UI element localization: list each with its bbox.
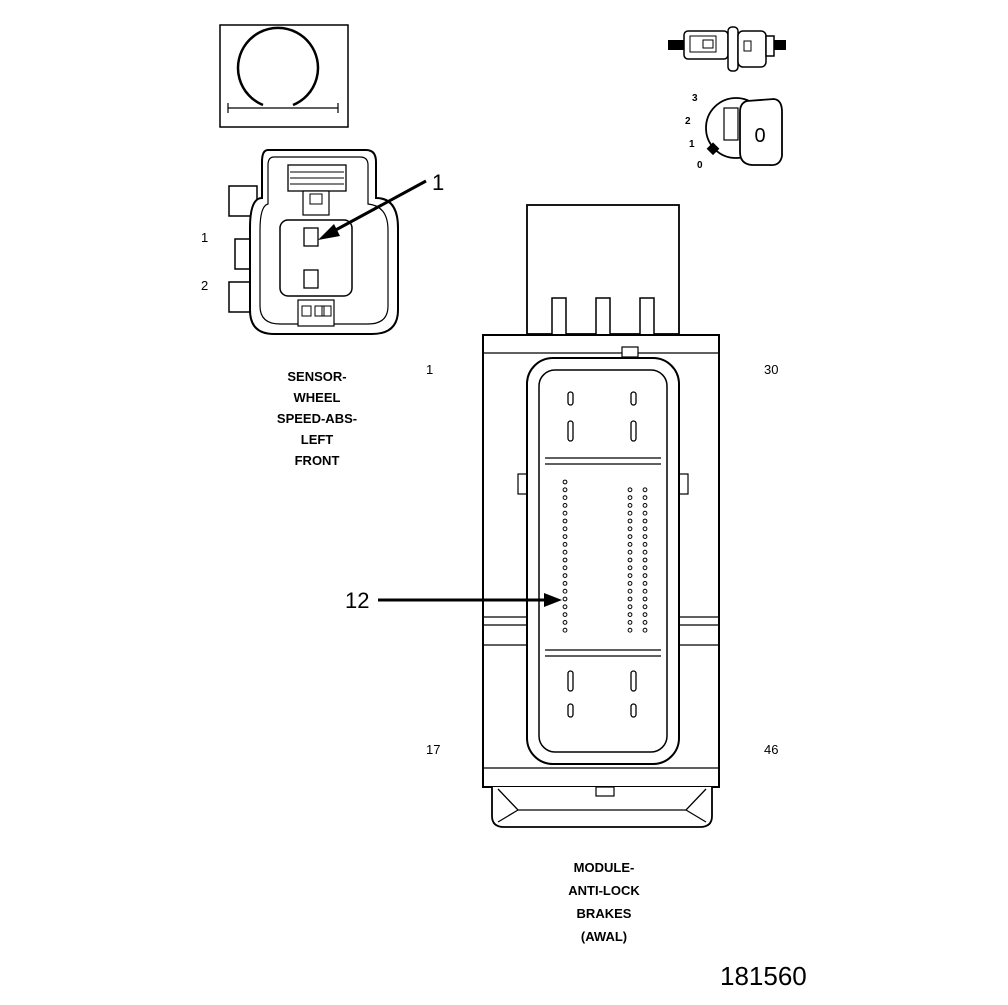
- signal-pin-dot: [642, 627, 648, 633]
- module-pin-1-label: 1: [426, 362, 433, 377]
- signal-pin-dot: [562, 604, 568, 610]
- signal-pin-dot: [642, 573, 648, 578]
- signal-pin-dot: [627, 526, 633, 532]
- sensor-callout-arrow: [318, 179, 427, 240]
- signal-pin-dot: [562, 581, 568, 586]
- signal-pin-dot: [627, 588, 633, 594]
- signal-pin-dot: [562, 487, 568, 493]
- terminal-tool-icon: [668, 26, 786, 72]
- module-label-line-4: (AWAL): [581, 929, 627, 944]
- signal-pin-dot: [562, 518, 568, 524]
- signal-pin-dot: [562, 526, 568, 532]
- signal-pin-dot: [562, 557, 568, 563]
- sensor-label-line-1: SENSOR-: [287, 369, 346, 384]
- signal-pin-dot: [562, 565, 568, 571]
- signal-pin-dot: [627, 510, 633, 516]
- signal-pin-dot: [627, 604, 633, 610]
- signal-pin-dot: [627, 495, 633, 501]
- signal-pin-dot: [642, 612, 648, 617]
- signal-pin-dot: [562, 596, 568, 602]
- signal-pin-dot: [642, 495, 648, 501]
- signal-pin-dot: [562, 503, 568, 508]
- signal-pin-dot: [642, 534, 648, 539]
- key-position-3: 3: [692, 93, 698, 104]
- signal-pin-dot: [627, 503, 633, 508]
- signal-pin-dot: [642, 581, 648, 586]
- signal-pin-dot: [562, 573, 568, 578]
- signal-pin-dot: [627, 565, 633, 571]
- module-label: MODULE- ANTI-LOCK BRAKES (AWAL): [568, 860, 640, 944]
- signal-pin-dot: [642, 565, 648, 571]
- signal-pin-dot: [642, 588, 648, 594]
- signal-pin-dot: [627, 518, 633, 524]
- sensor-pin-2-label: 2: [201, 278, 208, 293]
- key-position-0: 0: [697, 160, 703, 171]
- signal-pin-dot: [562, 549, 568, 555]
- key-position-2: 2: [685, 116, 691, 127]
- signal-pin-dot: [562, 510, 568, 516]
- signal-pin-dot: [562, 588, 568, 594]
- signal-pin-dot: [627, 612, 633, 617]
- signal-pin-dot: [627, 581, 633, 586]
- signal-pin-dot: [642, 549, 648, 555]
- signal-pin-dot: [562, 620, 568, 625]
- signal-pin-dot: [562, 479, 568, 485]
- signal-pin-dot: [642, 510, 648, 516]
- module-callout-number: 12: [345, 588, 369, 613]
- signal-pin-dot: [642, 620, 648, 625]
- sensor-callout-number: 1: [432, 170, 444, 195]
- module-callout-arrow: [378, 593, 562, 607]
- signal-pin-dot: [627, 487, 633, 493]
- sensor-label-line-4: LEFT: [301, 432, 334, 447]
- signal-pin-dot: [627, 573, 633, 578]
- signal-pin-dot: [642, 596, 648, 602]
- module-label-line-1: MODULE-: [574, 860, 635, 875]
- module-pin-17-label: 17: [426, 742, 440, 757]
- signal-pin-dot: [562, 495, 568, 501]
- signal-pin-dot: [642, 604, 648, 610]
- key-symbol: 0: [754, 125, 765, 147]
- sensor-label-line-5: FRONT: [295, 453, 340, 468]
- signal-pin-dot: [627, 627, 633, 633]
- signal-pin-dot: [642, 503, 648, 508]
- key-position-1: 1: [689, 139, 695, 150]
- module-label-line-3: BRAKES: [577, 906, 632, 921]
- sensor-pin-1-label: 1: [201, 230, 208, 245]
- signal-pin-dot: [627, 549, 633, 555]
- signal-pin-dot: [642, 557, 648, 563]
- figure-number: 181560: [720, 961, 807, 991]
- module-pin-46-label: 46: [764, 742, 778, 757]
- module-pin-30-label: 30: [764, 362, 778, 377]
- signal-pin-dot: [627, 620, 633, 625]
- signal-pin-dot: [627, 534, 633, 539]
- sensor-connector: [228, 149, 399, 335]
- signal-pin-dot: [642, 542, 648, 547]
- signal-pin-dot: [627, 596, 633, 602]
- sensor-label-line-2: WHEEL: [294, 390, 341, 405]
- rotation-symbol-icon: [219, 24, 349, 128]
- module-label-line-2: ANTI-LOCK: [568, 883, 640, 898]
- signal-pin-dot: [562, 627, 568, 633]
- signal-pin-dot: [627, 557, 633, 563]
- signal-pin-dots: [562, 479, 648, 633]
- abs-module-connector: [482, 204, 720, 828]
- signal-pin-dot: [642, 526, 648, 532]
- sensor-label-line-3: SPEED-ABS-: [277, 411, 357, 426]
- signal-pin-dot: [562, 612, 568, 617]
- signal-pin-dot: [642, 487, 648, 493]
- sensor-label: SENSOR- WHEEL SPEED-ABS- LEFT FRONT: [277, 369, 357, 468]
- signal-pin-dot: [562, 542, 568, 547]
- signal-pin-dot: [642, 518, 648, 524]
- signal-pin-dot: [627, 542, 633, 547]
- ignition-key-icon: 3 2 1 0 0: [685, 93, 783, 171]
- signal-pin-dot: [562, 534, 568, 539]
